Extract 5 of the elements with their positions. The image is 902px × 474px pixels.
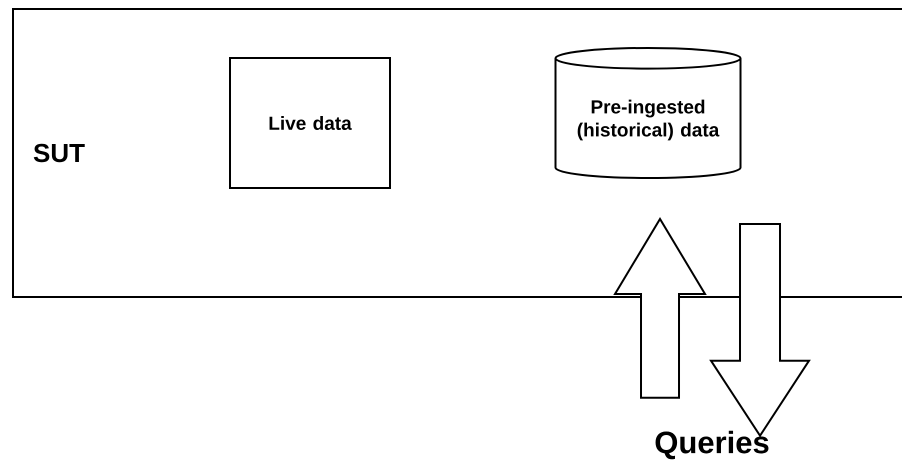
data-box: Live data xyxy=(229,57,391,189)
block-arrow xyxy=(709,222,811,438)
label-text: Queries xyxy=(656,430,768,460)
block-arrow xyxy=(613,217,707,399)
database-cylinder: Pre-ingested (historical) data xyxy=(554,46,742,179)
